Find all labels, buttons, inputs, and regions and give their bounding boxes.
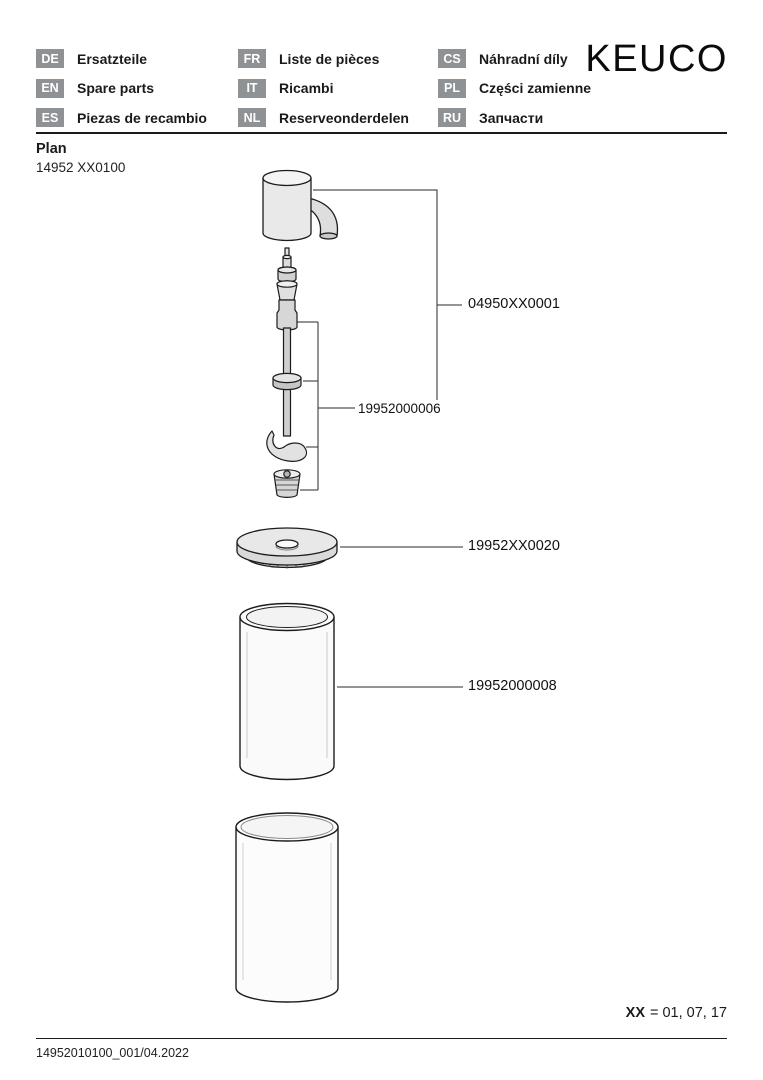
- language-label: Liste de pièces: [279, 50, 380, 67]
- language-row-fr: FR Liste de pièces: [238, 44, 438, 74]
- language-code-badge: PL: [438, 78, 466, 98]
- footer-divider: [36, 1038, 727, 1040]
- language-code-badge: IT: [238, 78, 266, 98]
- product-model-number: 14952 XX0100: [36, 160, 126, 175]
- language-label: Ricambi: [279, 80, 334, 97]
- product-info: Plan 14952 XX0100: [36, 141, 125, 175]
- glass-container: [239, 602, 335, 781]
- document-code: 14952010100_001/04.2022: [36, 1046, 189, 1060]
- language-code-badge: RU: [438, 108, 466, 128]
- language-label: Reserveonderdelen: [279, 109, 409, 126]
- washer: [272, 372, 302, 391]
- language-legend: DE Ersatzteile EN Spare parts ES Piezas …: [36, 44, 591, 133]
- variant-values: = 01, 07, 17: [650, 1005, 727, 1021]
- language-code-badge: FR: [238, 49, 266, 69]
- language-row-cs: CS Náhradní díly: [438, 44, 591, 74]
- header-divider: [36, 132, 727, 134]
- language-row-en: EN Spare parts: [36, 74, 238, 104]
- language-code-badge: DE: [36, 49, 64, 69]
- language-label: Náhradní díly: [479, 50, 568, 67]
- language-label: Spare parts: [77, 80, 155, 97]
- finish-variants-note: XX = 01, 07, 17: [626, 1005, 727, 1021]
- language-code-badge: ES: [36, 108, 64, 128]
- pump-mechanism: [266, 247, 308, 498]
- part-number-holder: 19952XX0020: [468, 538, 560, 554]
- part-number-pump-mechanism: 19952000006: [355, 400, 444, 417]
- variant-placeholder-label: XX: [625, 1005, 645, 1021]
- language-label: Ersatzteile: [77, 50, 148, 67]
- language-row-pl: PL Części zamienne: [438, 74, 591, 104]
- language-row-nl: NL Reserveonderdelen: [238, 103, 438, 133]
- language-code-badge: NL: [238, 108, 266, 128]
- pump-head: [262, 169, 339, 242]
- language-row-de: DE Ersatzteile: [36, 44, 238, 74]
- language-row-es: ES Piezas de recambio: [36, 103, 238, 133]
- retaining-clip: [266, 430, 308, 462]
- language-row-ru: RU Запчасти: [438, 103, 591, 133]
- product-series: Plan: [36, 141, 67, 157]
- holder-ring: [236, 527, 338, 569]
- keuco-logo: KEUCO: [585, 38, 728, 80]
- language-code-badge: CS: [438, 49, 466, 69]
- language-label: Części zamienne: [479, 80, 592, 97]
- outer-cylinder: [235, 812, 339, 1003]
- part-number-pump-assembly: 04950XX0001: [468, 296, 560, 312]
- part-number-container: 19952000008: [468, 678, 557, 694]
- language-label: Запчасти: [479, 109, 544, 126]
- threaded-plug: [273, 469, 301, 498]
- language-code-badge: EN: [36, 78, 64, 98]
- language-label: Piezas de recambio: [77, 109, 207, 126]
- language-row-it: IT Ricambi: [238, 74, 438, 104]
